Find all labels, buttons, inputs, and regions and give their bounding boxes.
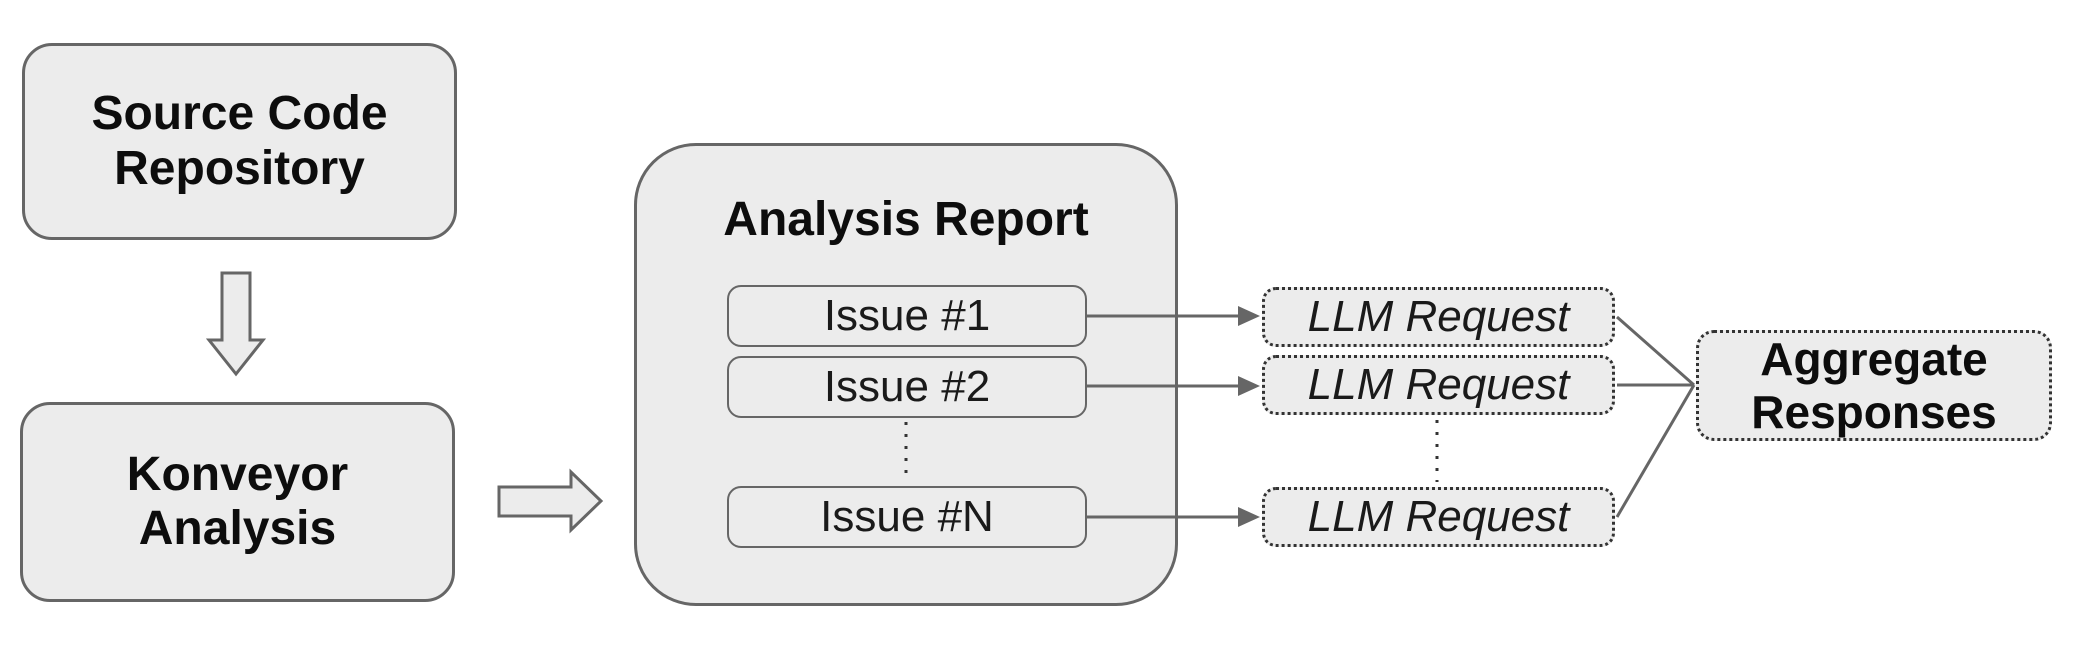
node-issue-2: Issue #2 — [727, 356, 1087, 418]
node-label-line: Repository — [114, 141, 365, 195]
node-label-line: Aggregate — [1760, 332, 1988, 385]
node-label-line: Source Code — [91, 87, 388, 141]
analysis-report-title: Analysis Report — [723, 193, 1089, 246]
node-llm-request-1: LLM Request — [1262, 287, 1615, 347]
right-arrow — [497, 468, 604, 534]
node-source-code-repository: Source Code Repository — [22, 43, 457, 240]
node-label-line: Konveyor — [126, 447, 349, 501]
node-konveyor-analysis: Konveyor Analysis — [20, 402, 455, 602]
node-issue-n: Issue #N — [727, 486, 1087, 548]
line-llm3-to-aggregate — [1615, 384, 1696, 518]
node-llm-request-2: LLM Request — [1262, 355, 1615, 415]
node-label-line: Responses — [1751, 385, 1997, 438]
node-aggregate-responses: Aggregate Responses — [1696, 330, 2052, 441]
node-label-line: Analysis — [138, 502, 337, 555]
node-llm-request-3: LLM Request — [1262, 487, 1615, 547]
down-arrow — [205, 271, 267, 377]
line-llm1-to-aggregate — [1616, 315, 1695, 387]
node-issue-1: Issue #1 — [727, 285, 1087, 347]
